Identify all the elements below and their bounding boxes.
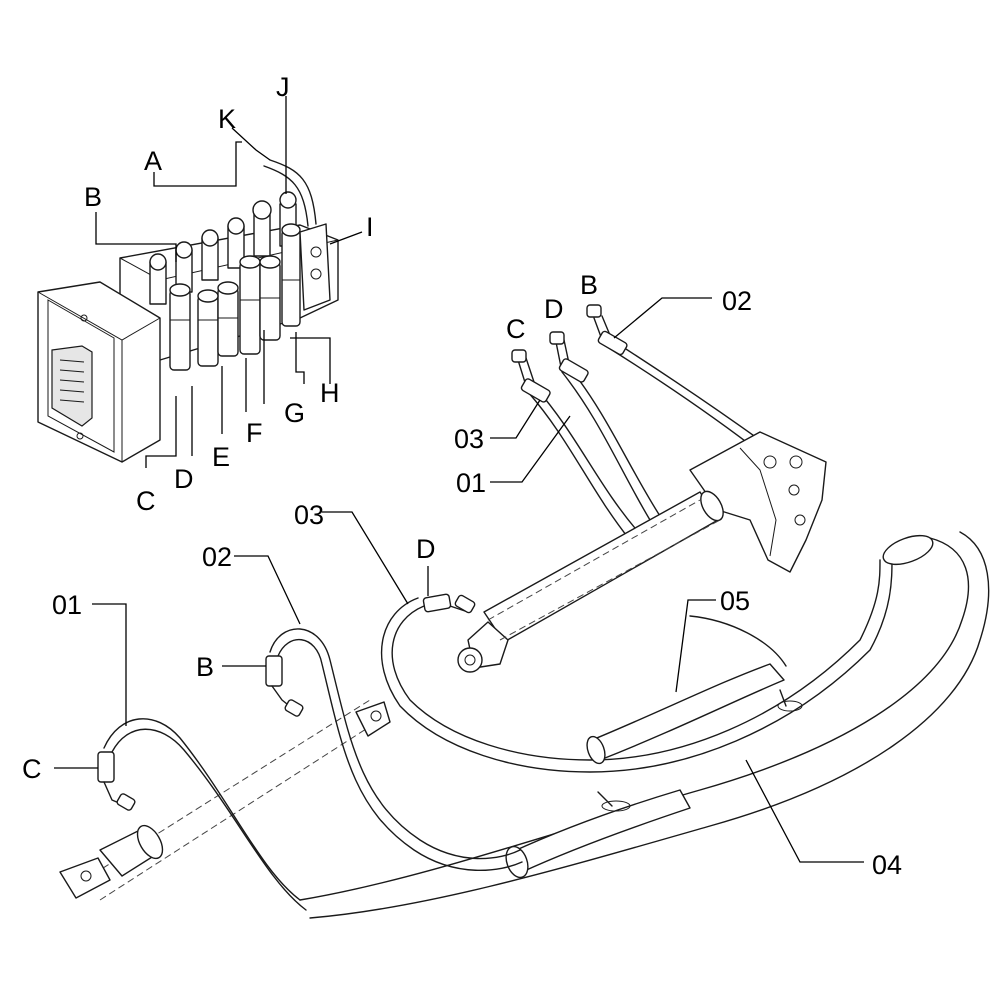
label-b-lower: B <box>196 652 214 682</box>
label-02-upper: 02 <box>722 286 752 316</box>
label-01-upper: 01 <box>456 468 486 498</box>
label-h: H <box>320 378 340 408</box>
label-i: I <box>366 212 374 242</box>
hoses-lower-group <box>59 628 523 911</box>
valve-spools-front <box>169 223 301 371</box>
label-05: 05 <box>720 586 750 616</box>
valve-spools-back <box>149 191 297 305</box>
label-b-valve: B <box>84 182 102 212</box>
label-a-valve: A <box>144 146 162 176</box>
label-b-upper: B <box>580 270 598 300</box>
label-d-valve: D <box>174 464 194 494</box>
label-c-upper: C <box>506 314 526 344</box>
label-c-valve: C <box>136 486 156 516</box>
control-box <box>37 281 161 463</box>
tube-frame-04 <box>299 531 990 919</box>
label-02-lower: 02 <box>202 542 232 572</box>
valve-block-assembly <box>37 159 339 463</box>
bracket-and-cylinder <box>422 431 827 673</box>
label-04: 04 <box>872 850 902 880</box>
label-03-lower: 03 <box>294 500 324 530</box>
callout-labels: A B K J I H G F E D C B D C 02 03 01 03 … <box>22 72 902 880</box>
label-j: J <box>276 72 290 102</box>
leader-lines <box>54 96 864 863</box>
label-d-lower: D <box>416 534 436 564</box>
label-f: F <box>246 418 263 448</box>
label-01-lower: 01 <box>52 590 82 620</box>
label-g: G <box>284 398 305 428</box>
label-d-upper: D <box>544 294 564 324</box>
label-03-upper: 03 <box>454 424 484 454</box>
hose-03-loop <box>380 557 893 773</box>
label-e: E <box>212 442 230 472</box>
label-k: K <box>218 104 236 134</box>
label-c-lower: C <box>22 754 42 784</box>
